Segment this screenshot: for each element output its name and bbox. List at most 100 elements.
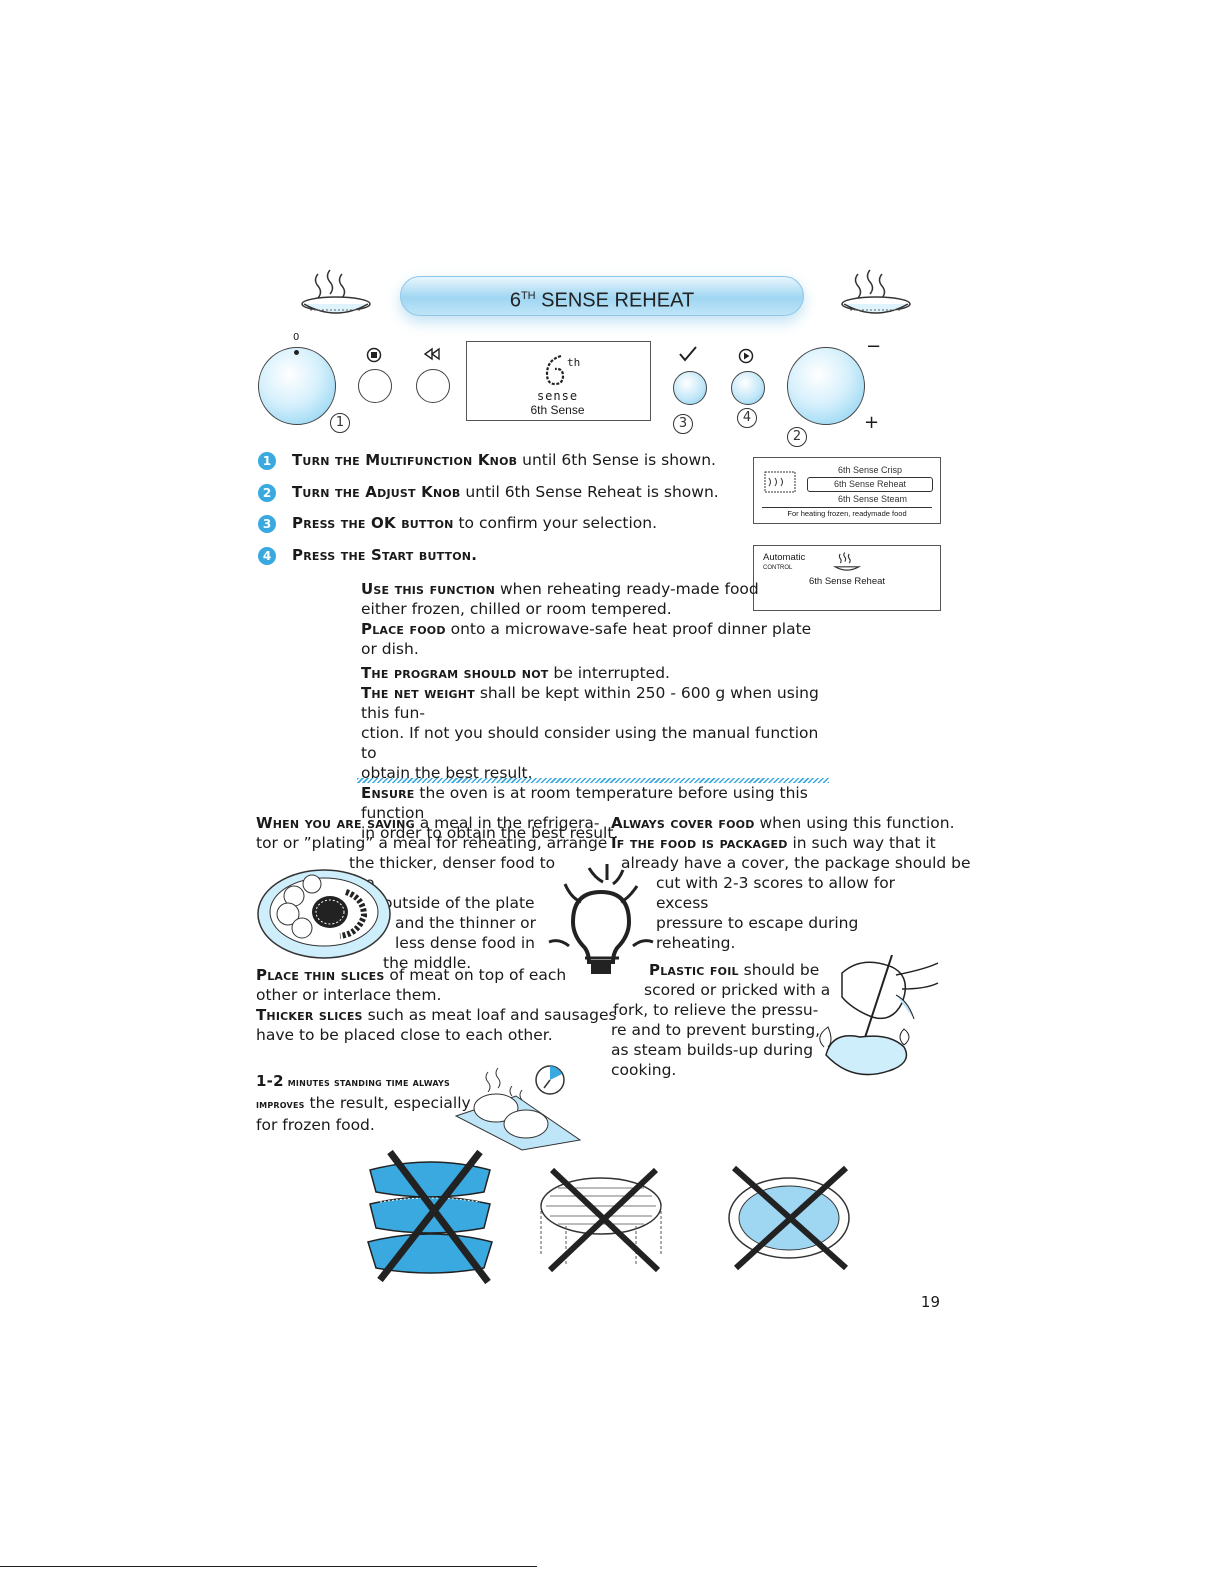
tip-text: re and to prevent bursting, bbox=[611, 1021, 821, 1039]
slicing-tips: Place thin slices of meat on top of each… bbox=[256, 965, 617, 1045]
note-text: onto a microwave-safe heat proof dinner … bbox=[361, 620, 812, 658]
step-item: 2 Turn the Adjust Knob until 6th Sense R… bbox=[258, 483, 818, 503]
6th-sense-logo-icon: th bbox=[545, 354, 580, 386]
tip-text: when using this function. bbox=[754, 814, 955, 832]
menu-option-reheat-selected: 6th Sense Reheat bbox=[807, 477, 933, 492]
tip-text: tor or ”plating” a meal for reheating, a… bbox=[256, 834, 608, 852]
tip-lead: If the food is packaged bbox=[611, 834, 788, 852]
step-text: until 6th Sense Reheat is shown. bbox=[460, 483, 719, 501]
lcd-label: 6th Sense bbox=[530, 403, 585, 417]
note-text: in order to obtain the best result. bbox=[361, 824, 619, 842]
tip-text: other or interlace them. bbox=[256, 986, 442, 1004]
step-item: 1 Turn the Multifunction Knob until 6th … bbox=[258, 451, 818, 471]
multifunction-knob[interactable] bbox=[258, 347, 336, 425]
bottom-rule bbox=[0, 1566, 537, 1567]
plated-meal-illustration bbox=[257, 869, 391, 959]
page-number: 19 bbox=[920, 1293, 940, 1311]
tip-text: a meal in the refrigera- bbox=[414, 814, 600, 832]
menu-option-steam: 6th Sense Steam bbox=[838, 494, 908, 504]
tip-text: should be bbox=[738, 961, 820, 979]
stop-icon bbox=[366, 347, 382, 363]
wire-rack-crossed-illustration bbox=[540, 1167, 662, 1272]
checkmark-icon bbox=[679, 346, 697, 362]
tip-lead: Place thin slices bbox=[256, 966, 385, 984]
stop-button[interactable] bbox=[358, 369, 392, 403]
steaming-dish-icon bbox=[301, 269, 371, 314]
menu-hint: For heating frozen, readymade food bbox=[787, 509, 907, 518]
note-text: obtain the best result. bbox=[361, 764, 533, 782]
tip-text: outside of the plate bbox=[383, 894, 535, 912]
minus-sign: − bbox=[866, 336, 882, 357]
callout-3: 3 bbox=[673, 414, 693, 434]
tip-lead: Always cover food bbox=[611, 814, 755, 832]
steaming-dish-icon bbox=[841, 269, 911, 314]
tip-text: as steam builds-up during bbox=[611, 1041, 814, 1059]
adjust-knob[interactable] bbox=[787, 347, 865, 425]
usage-notes: Use this function when reheating ready-m… bbox=[361, 579, 831, 843]
step-lead: Press the OK button bbox=[292, 514, 454, 532]
crisp-plate-icon bbox=[764, 471, 796, 493]
display-screen-status: Automatic CONTROL 6th Sense Reheat bbox=[753, 545, 941, 611]
covering-tips: Always cover food when using this functi… bbox=[611, 813, 971, 953]
automatic-label: Automatic bbox=[763, 552, 806, 563]
note-text: ction. If not you should consider using … bbox=[361, 724, 819, 762]
menu-option-crisp: 6th Sense Crisp bbox=[838, 465, 903, 475]
step-number: 1 bbox=[258, 452, 276, 470]
tip-text: have to be placed close to each other. bbox=[256, 1026, 553, 1044]
tip-text: less dense food in bbox=[395, 934, 535, 952]
tip-text: in such way that it bbox=[787, 834, 936, 852]
note-lead: Use this function bbox=[361, 580, 496, 598]
step-number: 3 bbox=[258, 515, 276, 533]
tip-lead: Plastic foil bbox=[649, 961, 739, 979]
standing-food-timer-illustration bbox=[454, 1065, 582, 1151]
tip-text: for frozen food. bbox=[256, 1116, 375, 1134]
svg-text:th: th bbox=[567, 356, 580, 369]
ok-button[interactable] bbox=[673, 371, 707, 405]
back-icon bbox=[423, 347, 440, 361]
knob-indicator-dot bbox=[294, 350, 299, 355]
tip-text: scored or pricked with a bbox=[644, 981, 831, 999]
note-text: shall be kept within 250 - 600 g when us… bbox=[361, 684, 819, 722]
start-icon bbox=[738, 348, 754, 364]
tip-text: such as meat loaf and sausages bbox=[362, 1006, 617, 1024]
callout-2: 2 bbox=[787, 427, 807, 447]
standing-time-tip: 1-2 minutes standing time always improve… bbox=[256, 1071, 486, 1135]
step-number: 4 bbox=[258, 547, 276, 565]
reheat-status-label: 6th Sense Reheat bbox=[808, 576, 886, 587]
tip-lead: improves bbox=[256, 1098, 305, 1111]
step-item: 3 Press the OK button to confirm your se… bbox=[258, 514, 818, 534]
tip-text: of meat on top of each bbox=[384, 966, 567, 984]
plastic-foil-tip: Plastic foil should be scored or pricked… bbox=[611, 960, 831, 1080]
tip-text: and the thinner or bbox=[395, 914, 536, 932]
note-lead: The program should not bbox=[361, 664, 549, 682]
tip-text: cooking. bbox=[611, 1061, 677, 1079]
note-text: the oven is at room temperature before u… bbox=[361, 784, 808, 822]
control-display bbox=[466, 341, 651, 421]
step-text: to confirm your selection. bbox=[453, 514, 658, 532]
back-button[interactable] bbox=[416, 369, 450, 403]
tip-text: the result, especially bbox=[304, 1094, 471, 1112]
lightbulb-tip-icon bbox=[548, 864, 654, 974]
step-lead: Press the Start button. bbox=[292, 546, 478, 564]
tip-lead: When you are saving bbox=[256, 814, 415, 832]
step-lead: Turn the Multifunction Knob bbox=[292, 451, 518, 469]
callout-1: 1 bbox=[330, 413, 350, 433]
step-number: 2 bbox=[258, 484, 276, 502]
note-text: when reheating ready-made food bbox=[495, 580, 759, 598]
note-lead: The net weight bbox=[361, 684, 475, 702]
callout-4: 4 bbox=[737, 408, 757, 428]
tip-lead: Thicker slices bbox=[256, 1006, 363, 1024]
step-lead: Turn the Adjust Knob bbox=[292, 483, 461, 501]
control-label: CONTROL bbox=[763, 565, 793, 571]
start-button[interactable] bbox=[731, 371, 765, 405]
stacked-containers-crossed-illustration bbox=[367, 1150, 493, 1285]
tip-text: already have a cover, the package should… bbox=[621, 854, 971, 872]
fork-piercing-bag-illustration bbox=[819, 955, 939, 1076]
note-lead: Place food bbox=[361, 620, 446, 638]
tip-text: fork, to relieve the pressu- bbox=[613, 1001, 819, 1019]
note-text: be interrupted. bbox=[548, 664, 670, 682]
plus-sign: + bbox=[864, 412, 880, 433]
knob-zero-mark: 0 bbox=[293, 332, 300, 343]
steaming-dish-icon bbox=[832, 552, 862, 571]
tip-lead: minutes standing time always bbox=[283, 1076, 450, 1089]
